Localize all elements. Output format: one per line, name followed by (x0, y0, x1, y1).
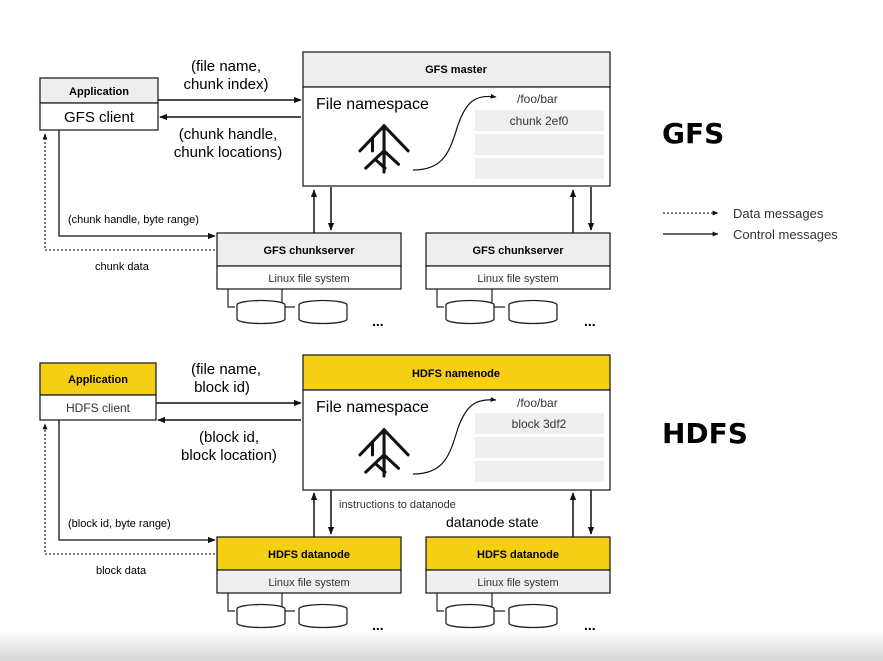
hdfs-path-label: /foo/bar (517, 396, 558, 410)
hdfs-data-reply-arrow (42, 423, 215, 555)
gfs-request-line1: (file name, (191, 58, 261, 75)
hdfs-data-request-arrow (58, 420, 216, 544)
gfs-chunk-row-1 (475, 110, 604, 131)
gfs-section: Application GFS client GFS master File n… (39, 51, 724, 329)
hdfs-request-line2: block id) (194, 379, 250, 396)
hdfs-state-label: datanode state (446, 514, 539, 530)
legend-control-messages-label: Control messages (733, 227, 838, 242)
hdfs-data-reply-label: block data (96, 565, 147, 577)
disk-icon (236, 603, 286, 629)
hdfs-namenode-box: HDFS namenode File namespace /foo/bar bl… (302, 354, 611, 491)
hdfs-namespace-label: File namespace (316, 399, 429, 416)
gfs-chunk-label: chunk 2ef0 (510, 114, 569, 128)
bottom-shade (0, 630, 883, 661)
gfs-response-line2: chunk locations) (174, 144, 282, 161)
gfs-chunkserver2-more: ... (584, 313, 596, 329)
gfs-master-box: GFS master File namespace /foo/bar chunk… (302, 51, 611, 187)
gfs-chunkserver2-fs: Linux file system (477, 273, 558, 285)
disk-icon (298, 299, 348, 325)
disk-icon (508, 603, 558, 629)
gfs-path-label: /foo/bar (517, 92, 558, 106)
hdfs-block-row-2 (475, 437, 604, 458)
gfs-request-line2: chunk index) (183, 76, 268, 93)
hdfs-datanode2-fs: Linux file system (477, 577, 558, 589)
hdfs-instructions-label: instructions to datanode (339, 499, 456, 511)
gfs-namespace-label: File namespace (316, 96, 429, 113)
hdfs-datanode1-more: ... (372, 617, 384, 633)
gfs-chunkserver1-title: GFS chunkserver (263, 245, 355, 257)
hdfs-datanode2-title: HDFS datanode (477, 549, 559, 561)
hdfs-block-row-1 (475, 413, 604, 434)
hdfs-datanode2-more: ... (584, 617, 596, 633)
gfs-chunk-row-2 (475, 134, 604, 155)
disk-icon (445, 603, 495, 629)
gfs-chunkserver2-title: GFS chunkserver (472, 245, 564, 257)
hdfs-datanode-2: HDFS datanode Linux file system ... (425, 536, 611, 633)
hdfs-namespace-lookup-arrow (412, 397, 497, 475)
gfs-data-reply-arrow (42, 133, 215, 251)
gfs-section-label: GFS (662, 117, 724, 150)
gfs-namespace-lookup-arrow (412, 93, 497, 171)
disk-icon (298, 603, 348, 629)
hdfs-datanode-1: HDFS datanode Linux file system ... (216, 536, 402, 633)
hdfs-application-title: Application (68, 374, 128, 386)
hdfs-section-label: HDFS (662, 417, 748, 450)
gfs-chunkserver1-more: ... (372, 313, 384, 329)
gfs-chunkserver1-fs: Linux file system (268, 273, 349, 285)
gfs-client-label: GFS client (64, 109, 135, 126)
hdfs-application-box: Application HDFS client (39, 362, 157, 421)
gfs-response-line1: (chunk handle, (179, 126, 277, 143)
gfs-data-request-arrow (58, 130, 216, 240)
gfs-application-title: Application (69, 86, 129, 98)
disk-icon (236, 299, 286, 325)
gfs-chunkserver-1: GFS chunkserver Linux file system ... (216, 232, 402, 329)
hdfs-response-line2: block location) (181, 447, 277, 464)
hdfs-request-line1: (file name, (191, 361, 261, 378)
hdfs-client-label: HDFS client (66, 401, 131, 415)
legend: Data messages Control messages (663, 206, 838, 242)
gfs-master-title: GFS master (425, 64, 487, 76)
gfs-data-request-label: (chunk handle, byte range) (68, 214, 199, 226)
disk-icon (508, 299, 558, 325)
hdfs-block-row-3 (475, 461, 604, 482)
gfs-application-box: Application GFS client (39, 77, 159, 131)
hdfs-data-request-label: (block id, byte range) (68, 518, 171, 530)
hdfs-namenode-title: HDFS namenode (412, 368, 500, 380)
gfs-chunkserver-2: GFS chunkserver Linux file system ... (425, 232, 611, 329)
hdfs-section: Application HDFS client HDFS namenode Fi… (39, 354, 748, 633)
hdfs-block-label: block 3df2 (512, 417, 567, 431)
gfs-data-reply-label: chunk data (95, 261, 150, 273)
hdfs-datanode1-title: HDFS datanode (268, 549, 350, 561)
disk-icon (445, 299, 495, 325)
gfs-chunk-row-3 (475, 158, 604, 179)
hdfs-response-line1: (block id, (199, 429, 259, 446)
legend-data-messages-label: Data messages (733, 206, 824, 221)
hdfs-datanode1-fs: Linux file system (268, 577, 349, 589)
